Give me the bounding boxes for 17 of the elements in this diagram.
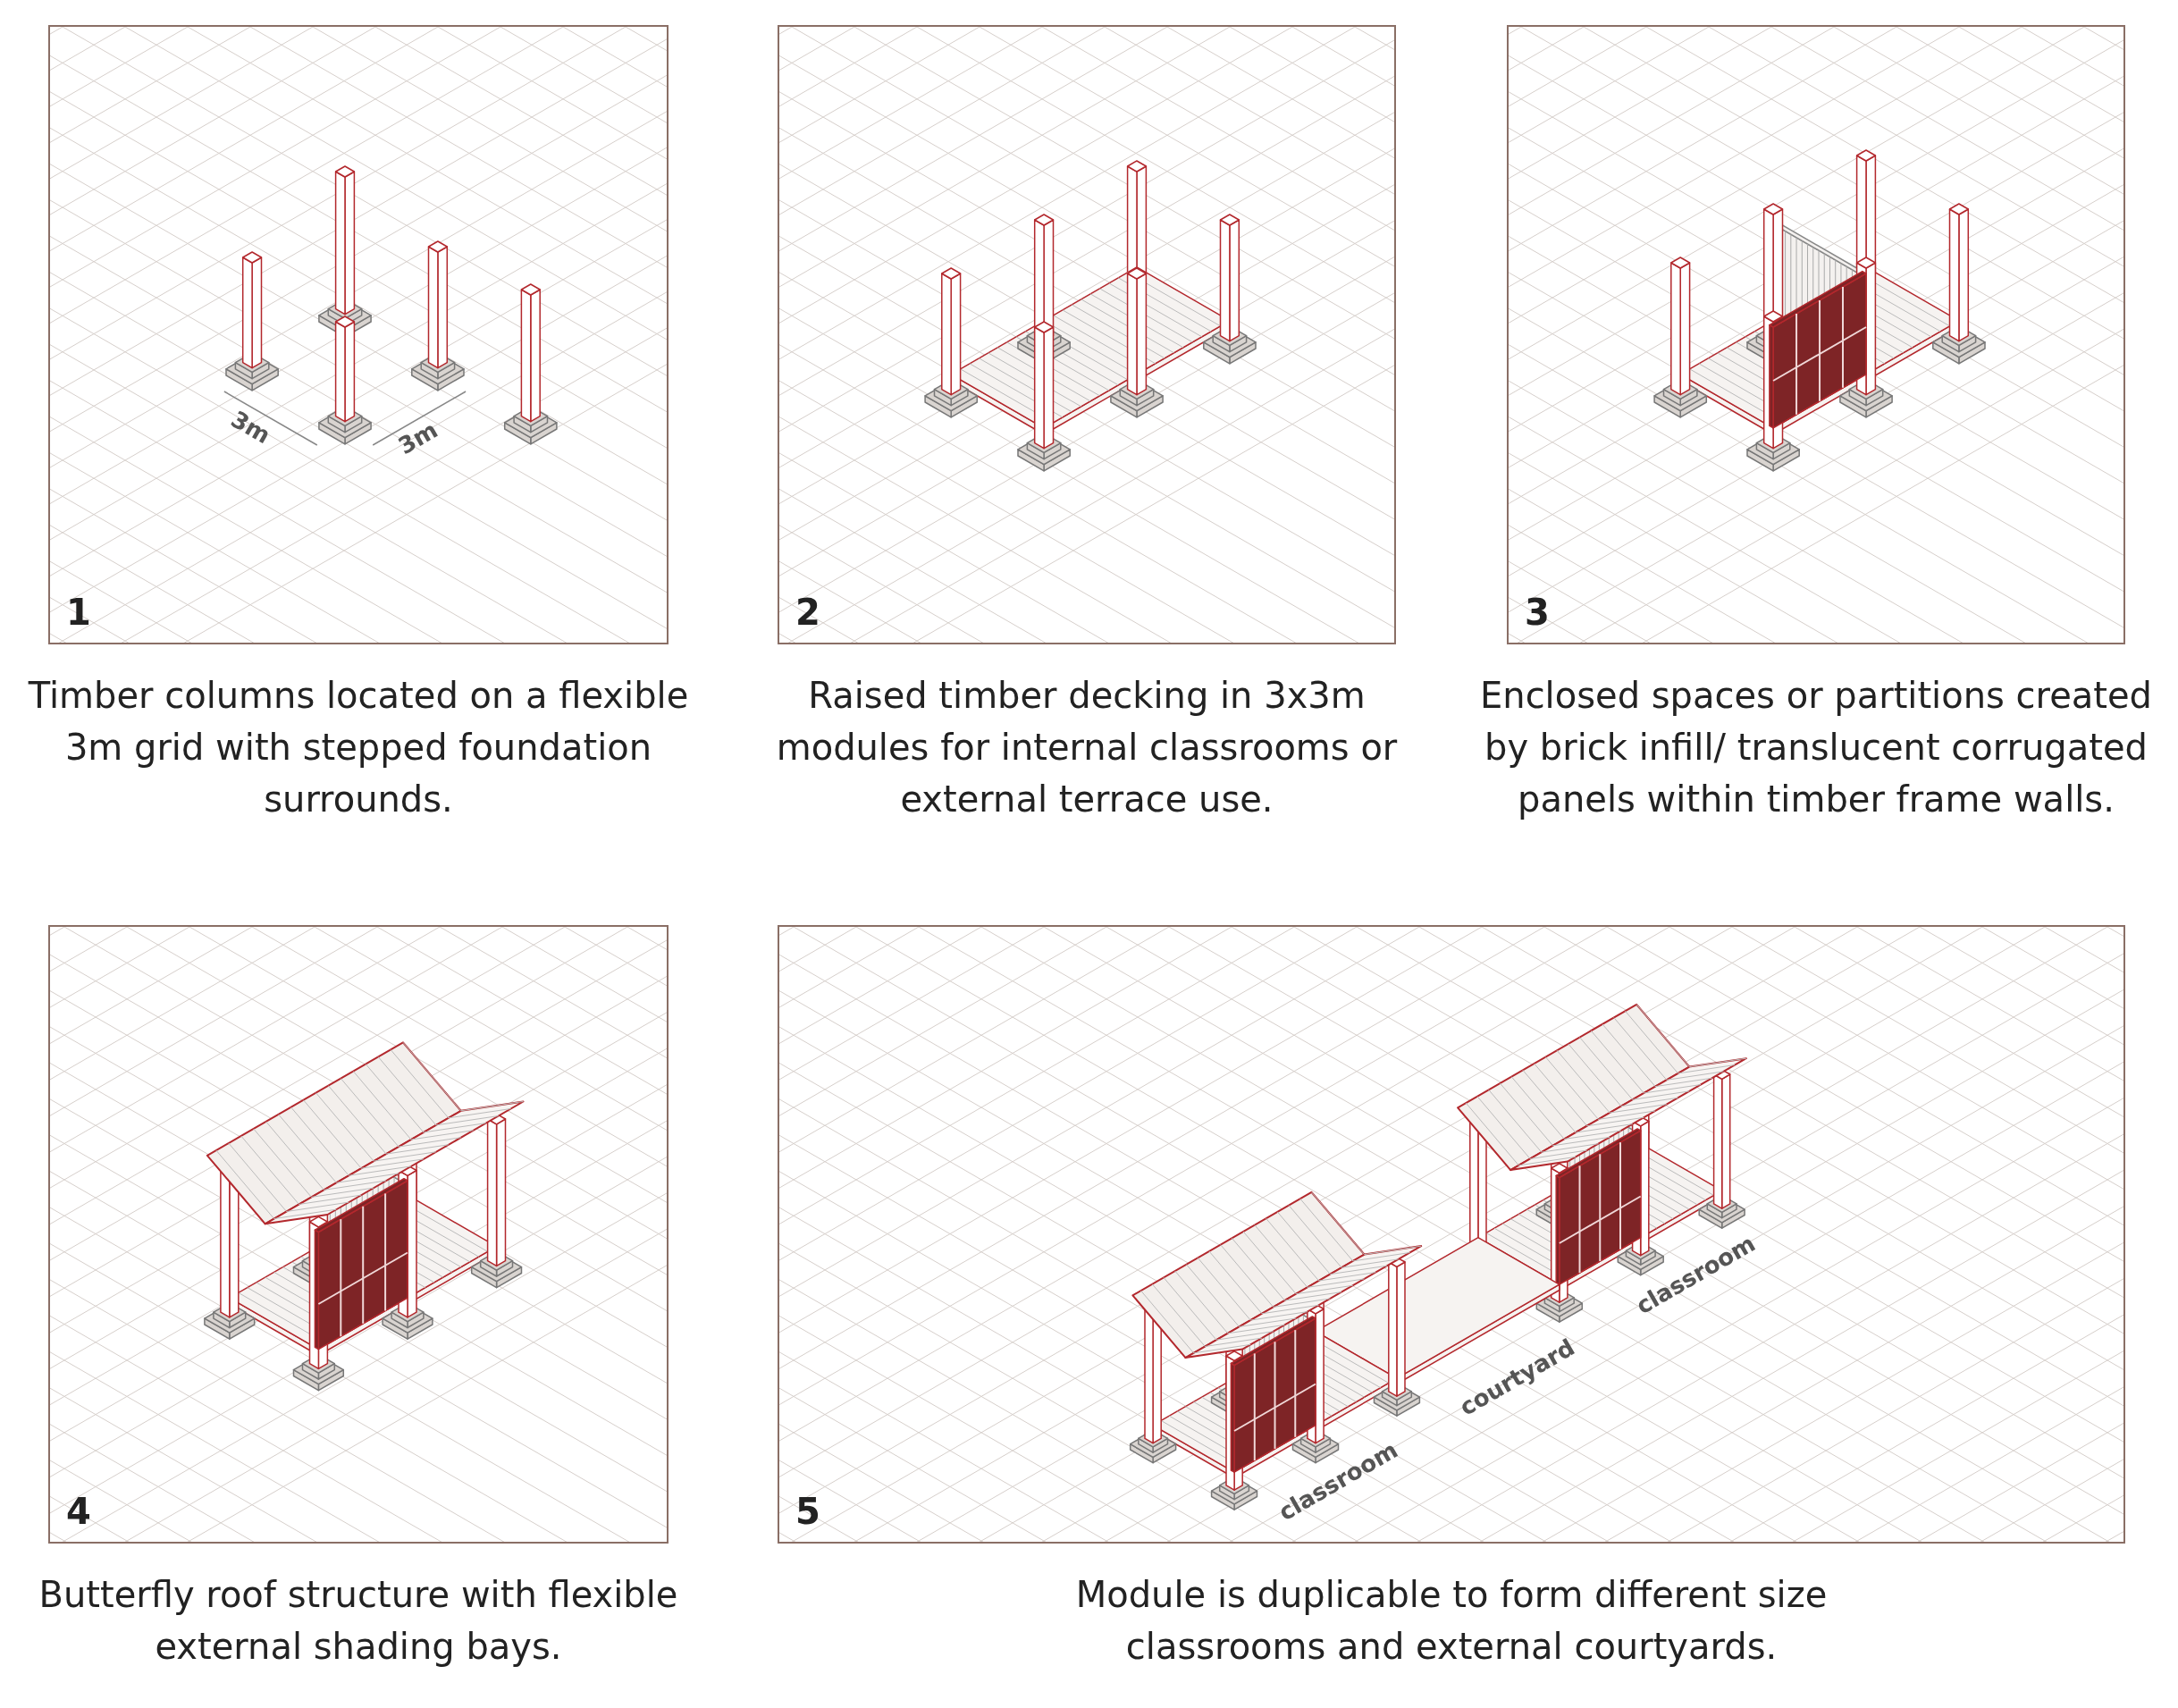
panel-frame (778, 25, 1396, 644)
panel-frame (48, 25, 669, 644)
panel-frame (778, 925, 2125, 1544)
panel-number: 5 (795, 1493, 820, 1529)
panel-number: 1 (66, 594, 91, 630)
description-text: Enclosed spaces or partitions created by brick infill/ translucent corrugated panels within timber frame walls. (1479, 674, 2153, 821)
dimension-label: 3m (227, 407, 274, 448)
panel-number: 4 (66, 1493, 91, 1529)
dimension-label: 3m (394, 417, 441, 459)
description-text: Module is duplicable to form different size classrooms and external courtyards. (1074, 1573, 1829, 1669)
description-text: Butterfly roof structure with flexible external shading bays. (38, 1573, 679, 1669)
panel-number: 3 (1525, 594, 1550, 630)
panel-frame (48, 925, 669, 1544)
description-text: Timber columns located on a flexible 3m grid with stepped foundation surrounds. (27, 674, 690, 821)
panel-frame (1507, 25, 2125, 644)
description-text: Raised timber decking in 3x3m modules for internal classrooms or external terrace use. (775, 674, 1399, 821)
panel-number: 2 (795, 594, 820, 630)
